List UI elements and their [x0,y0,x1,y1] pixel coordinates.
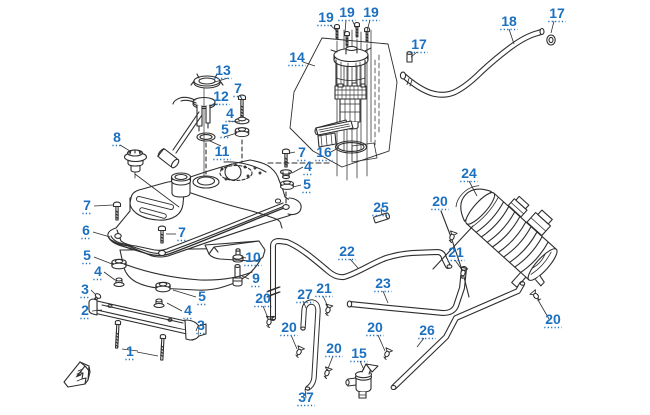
svg-text:18: 18 [501,13,517,29]
svg-text:13: 13 [215,62,231,78]
svg-text:22: 22 [339,243,355,259]
svg-text:2: 2 [81,302,89,318]
svg-text:23: 23 [375,275,391,291]
svg-text:5: 5 [303,176,311,192]
svg-text:37: 37 [298,389,314,405]
svg-text:5: 5 [221,121,229,137]
svg-text:24: 24 [461,165,477,181]
svg-text:21: 21 [316,280,332,296]
svg-text:5: 5 [198,288,206,304]
svg-text:20: 20 [281,319,297,335]
svg-text:4: 4 [226,105,234,121]
svg-text:15: 15 [351,345,367,361]
svg-text:19: 19 [339,4,355,20]
svg-text:1: 1 [126,343,134,359]
svg-text:3: 3 [197,317,205,333]
svg-text:19: 19 [318,9,334,25]
svg-text:16: 16 [316,144,332,160]
svg-text:20: 20 [545,311,561,327]
svg-text:14: 14 [289,49,305,65]
svg-text:9: 9 [252,270,260,286]
svg-text:7: 7 [178,224,186,240]
svg-text:21: 21 [448,244,464,260]
svg-text:4: 4 [94,263,102,279]
svg-text:20: 20 [367,319,383,335]
svg-text:20: 20 [326,340,342,356]
svg-text:4: 4 [304,158,312,174]
svg-text:6: 6 [82,222,90,238]
svg-text:25: 25 [373,199,389,215]
svg-text:7: 7 [83,197,91,213]
svg-text:27: 27 [297,286,313,302]
svg-text:17: 17 [411,36,427,52]
svg-text:4: 4 [184,302,192,318]
svg-text:7: 7 [234,80,242,96]
svg-text:5: 5 [83,247,91,263]
svg-text:12: 12 [213,88,229,104]
svg-text:17: 17 [549,5,565,21]
svg-text:3: 3 [81,281,89,297]
svg-text:26: 26 [419,322,435,338]
svg-text:20: 20 [432,193,448,209]
svg-text:10: 10 [245,249,261,265]
svg-text:8: 8 [113,129,121,145]
svg-text:20: 20 [255,290,271,306]
svg-text:7: 7 [298,144,306,160]
svg-text:11: 11 [215,143,230,159]
svg-text:19: 19 [363,4,379,20]
